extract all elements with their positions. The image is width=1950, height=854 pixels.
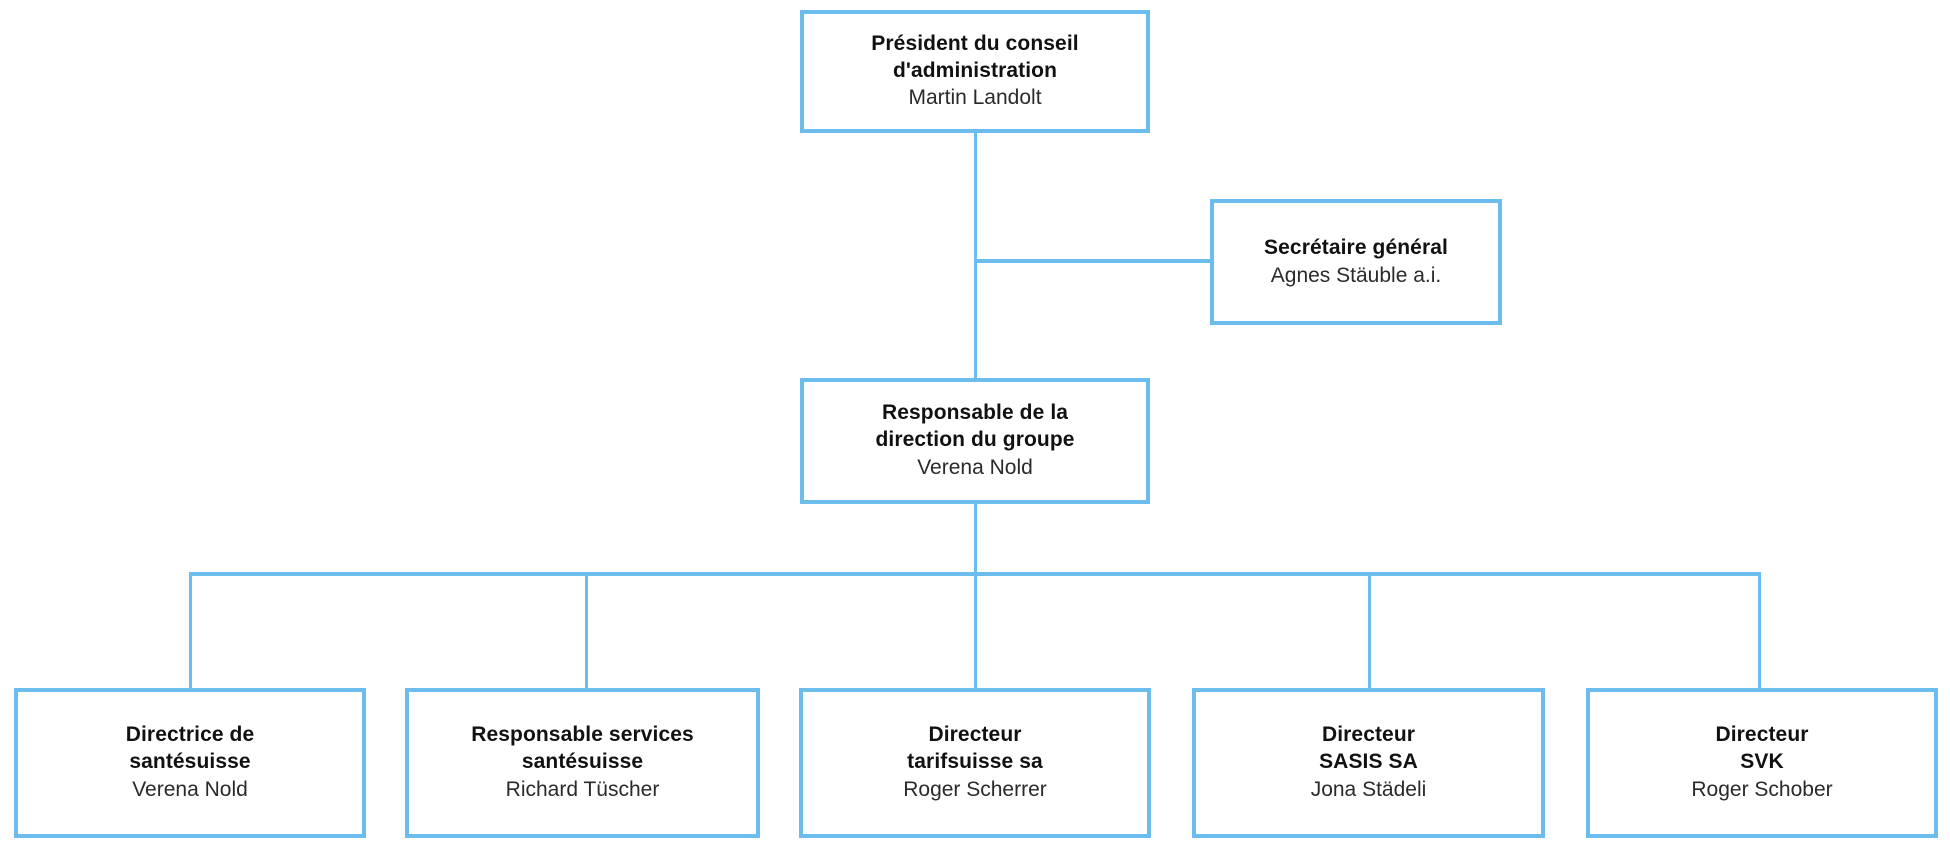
node-services-santesuisse[interactable]: Responsable services santésuisse Richard…: [405, 688, 760, 838]
node-directeur-tarifsuisse-person: Roger Scherrer: [903, 777, 1047, 801]
connector-bus-to-sasis: [1368, 572, 1371, 688]
node-directeur-tarifsuisse-title: Directeur tarifsuisse sa: [907, 723, 1043, 774]
node-directeur-svk-person: Roger Schober: [1691, 777, 1833, 801]
node-directeur-sasis-title: Directeur SASIS SA: [1319, 723, 1418, 774]
node-directeur-svk-title: Directeur SVK: [1715, 723, 1809, 774]
node-directeur-sasis-person: Jona Städeli: [1310, 777, 1427, 801]
node-services-santesuisse-person: Richard Tüscher: [505, 777, 660, 801]
connector-bus-to-directrice-santesuisse: [189, 572, 192, 688]
connector-bus-to-tarifsuisse: [974, 572, 977, 688]
node-directrice-santesuisse-person: Verena Nold: [132, 777, 248, 801]
node-group-head-person: Verena Nold: [917, 455, 1033, 479]
node-directeur-sasis[interactable]: Directeur SASIS SA Jona Städeli: [1192, 688, 1545, 838]
node-secretary-general[interactable]: Secrétaire général Agnes Stäuble a.i.: [1210, 199, 1502, 325]
node-chairman[interactable]: Président du conseil d'administration Ma…: [800, 10, 1150, 133]
connector-spine-to-secretary: [974, 259, 1214, 263]
connector-chairman-to-group-head: [974, 133, 977, 378]
node-chairman-person: Martin Landolt: [908, 86, 1042, 110]
node-directrice-santesuisse[interactable]: Directrice de santésuisse Verena Nold: [14, 688, 366, 838]
node-services-santesuisse-title: Responsable services santésuisse: [471, 723, 694, 774]
node-directeur-svk[interactable]: Directeur SVK Roger Schober: [1586, 688, 1938, 838]
node-secretary-general-person: Agnes Stäuble a.i.: [1270, 263, 1442, 287]
node-directrice-santesuisse-title: Directrice de santésuisse: [125, 723, 255, 774]
connector-bus-to-services-santesuisse: [585, 572, 588, 688]
node-directeur-tarifsuisse[interactable]: Directeur tarifsuisse sa Roger Scherrer: [799, 688, 1151, 838]
node-secretary-general-title: Secrétaire général: [1264, 235, 1448, 259]
connector-group-head-to-bus: [974, 504, 977, 576]
node-group-head[interactable]: Responsable de la direction du groupe Ve…: [800, 378, 1150, 504]
connector-bus-to-svk: [1758, 572, 1761, 688]
node-group-head-title: Responsable de la direction du groupe: [875, 401, 1075, 452]
node-chairman-title: Président du conseil d'administration: [871, 31, 1079, 82]
